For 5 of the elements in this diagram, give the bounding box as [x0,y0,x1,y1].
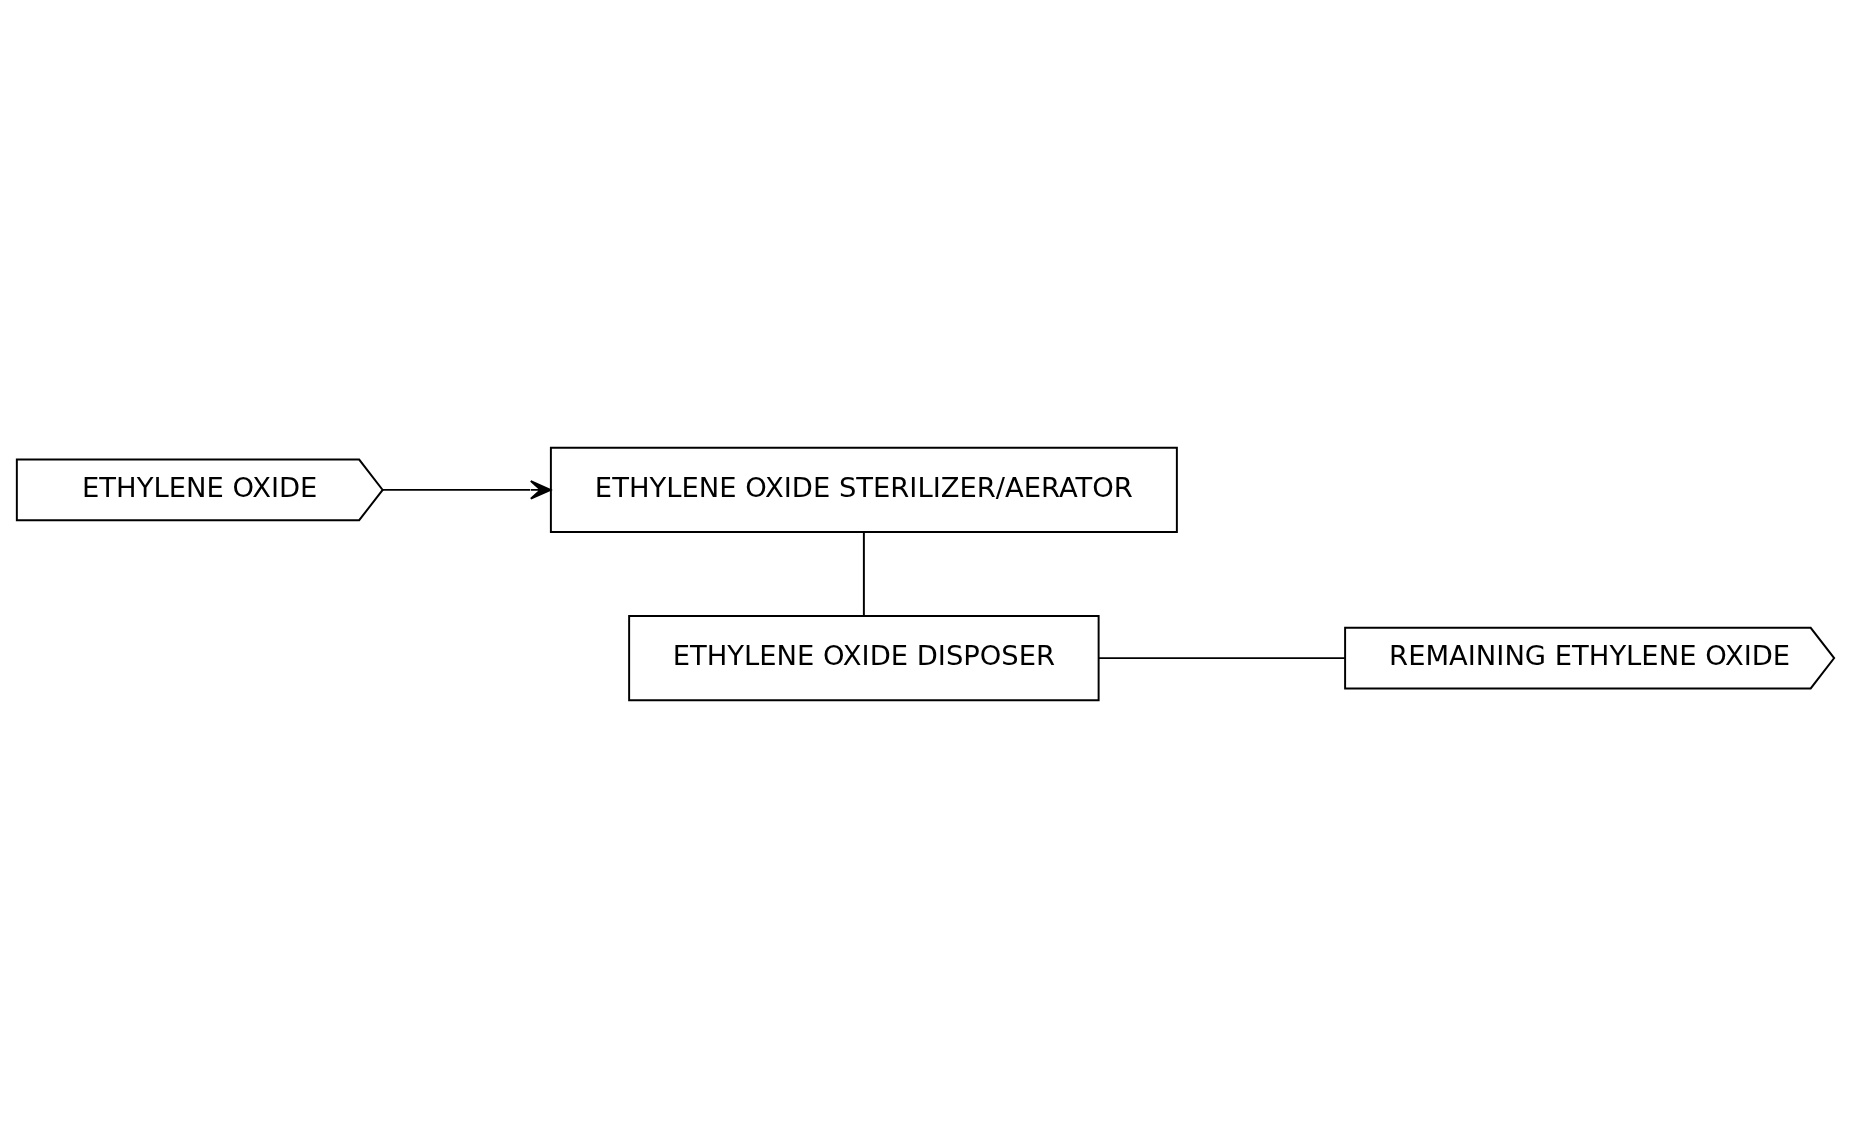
node-box: ETHYLENE OXIDE STERILIZER/AERATOR [549,446,1178,533]
arrow [382,479,552,500]
connector [1097,656,1346,659]
connector [862,530,865,616]
node-box: ETHYLENE OXIDE DISPOSER [628,614,1100,701]
